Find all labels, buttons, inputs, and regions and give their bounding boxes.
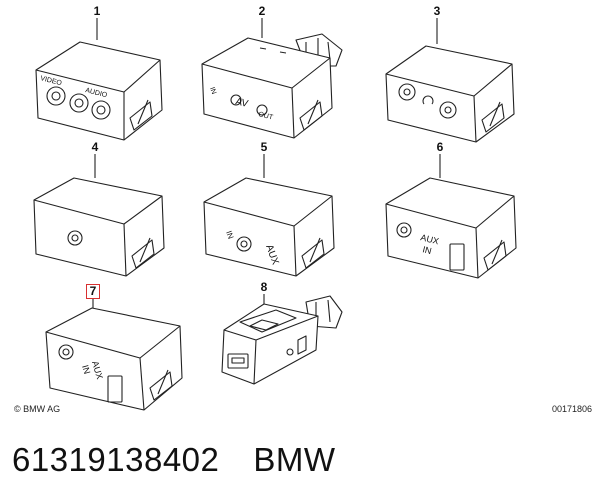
brand-name: BMW	[253, 441, 336, 478]
callout-6: 6	[436, 140, 444, 154]
part-2-av-in-out-module	[201, 33, 343, 139]
parts-diagram: VIDEO AUDIO IN AV OUT IN AUX AUX IN AUX …	[14, 4, 592, 414]
label-in: IN	[208, 86, 217, 95]
part-footer: 61319138402 BMW	[12, 441, 336, 479]
callout-2: 2	[258, 4, 266, 18]
label-av: AV	[234, 96, 249, 110]
parts-illustration: VIDEO AUDIO IN AV OUT IN AUX AUX IN AUX …	[33, 18, 517, 411]
callout-5: 5	[260, 140, 268, 154]
part-1-av-jack-module	[35, 41, 163, 141]
label-in: IN	[80, 364, 92, 375]
callout-8: 8	[260, 280, 268, 294]
copyright-note: © BMW AG	[14, 404, 61, 414]
part-7-aux-in-usb-module	[45, 307, 183, 411]
label-aux: AUX	[90, 360, 105, 381]
part-6-aux-in-usb-module	[385, 177, 517, 279]
diagram-reference-number: 00171806	[551, 404, 592, 414]
callout-7-highlighted[interactable]: 7	[86, 284, 100, 299]
callout-3: 3	[433, 4, 441, 18]
callout-1: 1	[93, 4, 101, 18]
part-5-aux-in-module	[203, 177, 335, 277]
label-in: IN	[224, 230, 235, 241]
label-out: OUT	[258, 111, 275, 122]
part-3-headphone-jack-module	[385, 45, 515, 143]
label-aux: AUX	[420, 232, 440, 246]
label-in: IN	[422, 244, 433, 256]
part-8-usb-socket	[221, 295, 343, 385]
part-4-single-jack-module	[33, 177, 165, 277]
part-number: 61319138402	[12, 441, 220, 478]
callout-4: 4	[91, 140, 99, 154]
